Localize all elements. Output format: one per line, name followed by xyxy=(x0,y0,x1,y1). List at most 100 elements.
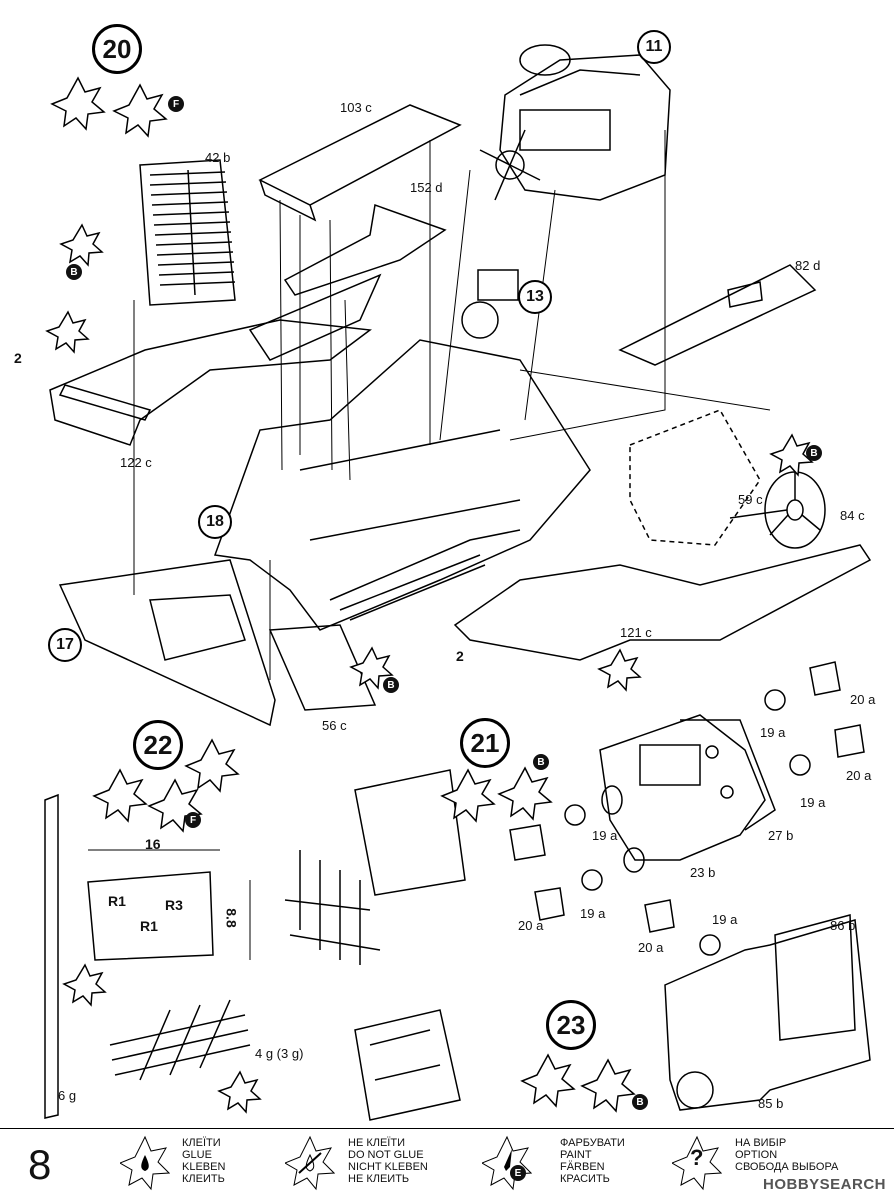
paint-star-radiator xyxy=(59,223,104,267)
steering-wheel-drawing xyxy=(729,471,826,549)
panel-152d-drawing xyxy=(283,203,447,296)
hub-19a-3 xyxy=(564,804,586,826)
part-19a-4: 19 a xyxy=(580,906,606,921)
watermark: HOBBYSEARCH xyxy=(762,1176,886,1193)
option-star-22 xyxy=(184,738,240,793)
badge-f-20: F xyxy=(168,96,184,112)
part-84c: 84 c xyxy=(840,508,865,523)
leaf-spring-drawing xyxy=(329,529,521,621)
part-56c-drawing xyxy=(268,624,377,711)
glue-star-21 xyxy=(440,768,496,823)
hub-19a-1 xyxy=(764,689,786,711)
dim-2-right: 2 xyxy=(456,648,464,664)
part-56c: 56 c xyxy=(322,718,347,733)
paint-star-23 xyxy=(580,1058,636,1113)
hub-19a-4 xyxy=(581,869,603,891)
step-number-22: 22 xyxy=(133,720,183,770)
nav-star-22b xyxy=(217,1070,262,1114)
grille-bottom-drawing xyxy=(354,1009,461,1121)
radiator-drawing xyxy=(139,159,236,306)
grille-4g-drawing xyxy=(109,999,251,1081)
assembly-diagram xyxy=(44,44,872,1121)
left-fender-drawing xyxy=(49,319,372,446)
glue-star-20 xyxy=(50,76,106,131)
part-86b: 86 b xyxy=(830,918,856,933)
frame-drawing xyxy=(354,769,466,896)
step-number-13: 13 xyxy=(518,280,552,314)
cut-template xyxy=(87,871,214,961)
glue-star-23 xyxy=(520,1053,576,1108)
glue-star-22 xyxy=(92,768,148,823)
step-number-23: 23 xyxy=(546,1000,596,1050)
hub-19a-5 xyxy=(699,934,721,956)
part-20a-3: 20 a xyxy=(518,918,544,933)
hood-panel-drawing xyxy=(258,104,462,222)
paint-icon xyxy=(482,1135,532,1191)
part-85b: 85 b xyxy=(758,1096,784,1111)
right-fender-drawing xyxy=(453,544,872,661)
part-20a-4: 20 a xyxy=(638,940,664,955)
part-42b: 42 b xyxy=(205,150,231,165)
glue-icon xyxy=(120,1135,170,1191)
paint-star-121c xyxy=(597,648,642,692)
step-number-20: 20 xyxy=(92,24,142,74)
part-82d: 82 d xyxy=(795,258,821,273)
fan-13-drawing xyxy=(461,301,499,339)
paint-star-56c xyxy=(349,646,394,690)
dim-r3: R3 xyxy=(165,897,183,913)
paint-star-20 xyxy=(112,83,168,138)
chassis-frame-drawing xyxy=(213,339,591,631)
gearbox-drawing xyxy=(599,714,776,873)
plate-82d-drawing xyxy=(618,264,817,366)
part-103c: 103 c xyxy=(340,100,372,115)
badge-b-radiator: B xyxy=(66,264,82,280)
nav-star-22a xyxy=(62,963,107,1007)
part-19a-2: 19 a xyxy=(800,795,826,810)
option-question-mark: ? xyxy=(690,1145,704,1170)
left-floor-plate xyxy=(248,273,382,361)
dim-8-8: 8.8 xyxy=(223,908,240,928)
part-121c: 121 c xyxy=(620,625,652,640)
option-icon xyxy=(672,1135,722,1191)
part-4g: 4 g (3 g) xyxy=(255,1046,304,1061)
step-number-17: 17 xyxy=(48,628,82,662)
legend-badge-e: E xyxy=(510,1165,526,1181)
paint-star-fender xyxy=(45,310,90,354)
badge-f-22: F xyxy=(185,812,201,828)
paint-star-wheel xyxy=(769,433,814,477)
part-59c: 59 c xyxy=(738,492,763,507)
page-number: 8 xyxy=(28,1141,52,1188)
dim-r1-bottom: R1 xyxy=(140,918,158,934)
part-23b: 23 b xyxy=(690,865,716,880)
paint-star-21 xyxy=(497,766,553,821)
engine-drawing xyxy=(479,44,671,201)
dim-2-left: 2 xyxy=(14,350,22,366)
dim-r1-top: R1 xyxy=(108,893,126,909)
badge-b-23: B xyxy=(632,1094,648,1110)
badge-b-21: B xyxy=(533,754,549,770)
part-19a-1: 19 a xyxy=(760,725,786,740)
step-number-18: 18 xyxy=(198,505,232,539)
part-6g: 6 g xyxy=(58,1088,77,1103)
housing-85b-drawing xyxy=(664,919,871,1111)
part-19a-3: 19 a xyxy=(592,828,618,843)
step-number-21: 21 xyxy=(460,718,510,768)
paint-star-22 xyxy=(147,778,203,833)
part-122c: 122 c xyxy=(120,455,152,470)
part-19a-5: 19 a xyxy=(712,912,738,927)
dim-16: 16 xyxy=(145,836,161,852)
part-20a-1: 20 a xyxy=(850,692,876,707)
badge-b-56c: B xyxy=(383,677,399,693)
part-20a-2: 20 a xyxy=(846,768,872,783)
strip-6g-drawing xyxy=(44,793,59,1119)
badge-b-wheel: B xyxy=(806,445,822,461)
hub-19a-2 xyxy=(789,754,811,776)
step-number-11: 11 xyxy=(637,30,671,64)
front-bumper-drawing xyxy=(58,559,276,727)
part-27b: 27 b xyxy=(768,828,794,843)
